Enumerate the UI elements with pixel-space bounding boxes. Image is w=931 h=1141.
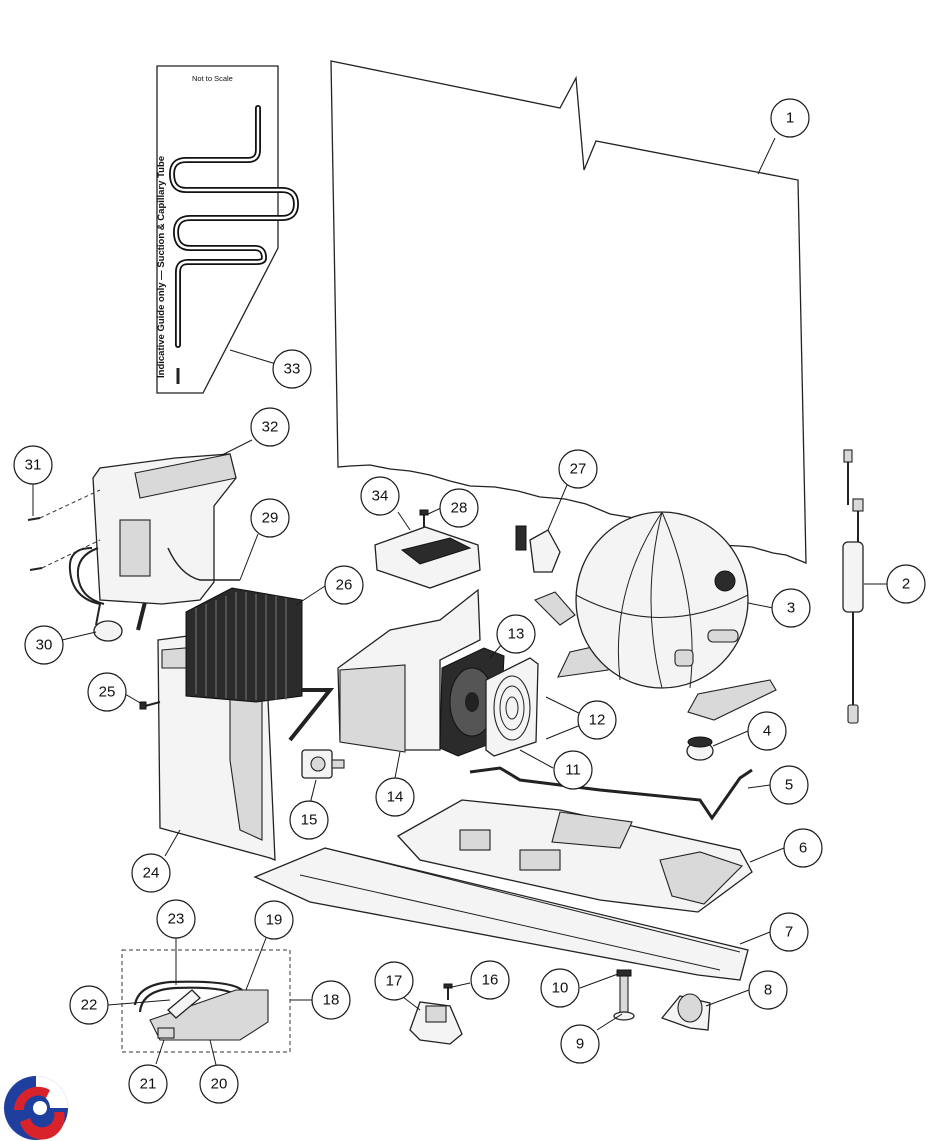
svg-text:18: 18 xyxy=(323,992,340,1009)
svg-text:5: 5 xyxy=(785,777,793,794)
svg-text:17: 17 xyxy=(386,973,403,990)
svg-text:8: 8 xyxy=(764,982,772,999)
part-grommet xyxy=(686,736,714,761)
callout-18: 18 xyxy=(311,980,351,1020)
callout-11: 11 xyxy=(553,750,593,790)
part-start-relay xyxy=(515,525,561,573)
callout-23: 23 xyxy=(156,899,196,939)
callout-21: 21 xyxy=(128,1064,168,1104)
svg-text:10: 10 xyxy=(552,980,569,997)
svg-text:16: 16 xyxy=(482,972,499,989)
part-compressor xyxy=(534,511,777,721)
callout-13: 13 xyxy=(496,614,536,654)
svg-text:27: 27 xyxy=(570,461,587,478)
callout-14: 14 xyxy=(375,777,415,817)
svg-text:13: 13 xyxy=(508,626,525,643)
callout-1: 1 xyxy=(770,98,810,138)
svg-text:19: 19 xyxy=(266,912,283,929)
svg-text:31: 31 xyxy=(25,457,42,474)
svg-text:15: 15 xyxy=(301,812,318,829)
part-heater-wire xyxy=(68,547,123,642)
callout-3: 3 xyxy=(771,588,811,628)
callout-28: 28 xyxy=(439,488,479,528)
part-controller-box xyxy=(374,526,481,589)
svg-text:23: 23 xyxy=(168,911,185,928)
svg-text:20: 20 xyxy=(211,1076,228,1093)
callout-6: 6 xyxy=(783,828,823,868)
callout-31: 31 xyxy=(13,445,53,485)
callout-32: 32 xyxy=(250,407,290,447)
callout-34: 34 xyxy=(360,476,400,516)
svg-text:11: 11 xyxy=(565,762,581,779)
svg-text:24: 24 xyxy=(143,865,160,882)
part-leveling-foot xyxy=(613,969,635,1021)
svg-text:33: 33 xyxy=(284,361,301,378)
callout-19: 19 xyxy=(254,900,294,940)
svg-text:4: 4 xyxy=(763,723,771,740)
part-screw-28 xyxy=(419,509,429,528)
svg-text:28: 28 xyxy=(451,500,468,517)
brand-logo xyxy=(4,1076,68,1140)
svg-text:21: 21 xyxy=(140,1076,157,1093)
callout-24: 24 xyxy=(131,853,171,893)
part-water-valve xyxy=(301,749,345,779)
callout-17: 17 xyxy=(374,961,414,1001)
callout-4: 4 xyxy=(747,711,787,751)
svg-text:30: 30 xyxy=(36,637,53,654)
part-fan-bracket xyxy=(337,588,481,753)
svg-text:32: 32 xyxy=(262,419,279,436)
callout-30: 30 xyxy=(24,625,64,665)
part-control-box xyxy=(92,453,237,605)
svg-text:1: 1 xyxy=(786,110,794,127)
part-drain-tube xyxy=(469,766,753,821)
callout-7: 7 xyxy=(769,912,809,952)
part-bracket xyxy=(409,1001,463,1045)
part-base-rail xyxy=(253,847,749,981)
svg-text:9: 9 xyxy=(576,1036,584,1053)
svg-text:2: 2 xyxy=(902,576,910,593)
svg-text:26: 26 xyxy=(336,577,353,594)
svg-text:14: 14 xyxy=(387,789,404,806)
svg-text:34: 34 xyxy=(372,488,389,505)
part-fan-guard xyxy=(485,657,539,757)
callout-22: 22 xyxy=(69,985,109,1025)
part-caster xyxy=(660,993,711,1031)
callout-25: 25 xyxy=(87,672,127,712)
callout-12: 12 xyxy=(577,700,617,740)
part-screws-31 xyxy=(27,489,101,571)
not-to-scale-label: Not to Scale xyxy=(192,74,233,83)
part-capillary-tube-guide: Not to Scale Indicative Guide only — Suc… xyxy=(156,65,299,394)
part-thermistor-probe xyxy=(842,449,864,724)
part-screw-25 xyxy=(139,701,161,710)
part-back-panel xyxy=(330,60,807,564)
callout-26: 26 xyxy=(324,565,364,605)
part-hose-kit xyxy=(121,949,291,1053)
svg-text:12: 12 xyxy=(589,712,606,729)
guide-caption: Indicative Guide only — Suction & Capill… xyxy=(156,156,167,378)
callout-33: 33 xyxy=(272,349,312,389)
svg-text:29: 29 xyxy=(262,510,279,527)
callout-27: 27 xyxy=(558,449,598,489)
callout-9: 9 xyxy=(560,1024,600,1064)
part-screw-16 xyxy=(443,983,453,1000)
callout-8: 8 xyxy=(748,970,788,1010)
part-base-tray xyxy=(396,799,753,913)
callout-29: 29 xyxy=(250,498,290,538)
callout-2: 2 xyxy=(886,564,926,604)
part-wire-lead xyxy=(167,547,240,581)
svg-text:6: 6 xyxy=(799,840,807,857)
callout-15: 15 xyxy=(289,800,329,840)
callout-16: 16 xyxy=(470,960,510,1000)
callout-10: 10 xyxy=(540,968,580,1008)
callout-5: 5 xyxy=(769,765,809,805)
svg-text:7: 7 xyxy=(785,924,793,941)
svg-text:22: 22 xyxy=(81,997,98,1014)
callout-20: 20 xyxy=(199,1064,239,1104)
svg-text:3: 3 xyxy=(787,600,795,617)
svg-text:25: 25 xyxy=(99,684,116,701)
